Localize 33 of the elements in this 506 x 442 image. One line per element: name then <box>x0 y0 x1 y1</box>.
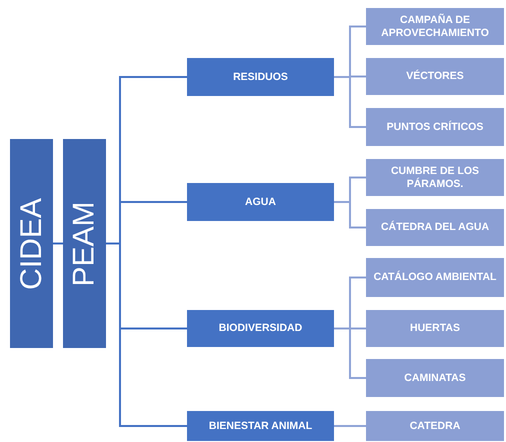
node-label: CÁTEDRA DEL AGUA <box>380 221 490 234</box>
node-label: BIENESTAR ANIMAL <box>208 420 314 432</box>
item-box <box>366 411 504 441</box>
vertical-title-box <box>63 139 106 348</box>
node-label: RESIDUOS <box>232 70 289 84</box>
connector-line <box>106 242 187 427</box>
node-label: VÉCTORES <box>405 70 465 83</box>
node-label: CATEDRA <box>408 420 462 432</box>
item-box <box>366 209 504 246</box>
category-box <box>187 310 334 347</box>
category-box <box>187 58 334 96</box>
category-box <box>187 183 334 221</box>
node-label: CATÁLOGO AMBIENTAL <box>372 271 498 284</box>
item-box <box>366 159 504 196</box>
node-label: CUMBRE DE LOS PÁRAMOS. <box>390 164 480 190</box>
item-box <box>366 108 504 146</box>
node-label: HUERTAS <box>409 322 461 335</box>
node-label: CAMINATAS <box>403 372 467 384</box>
node-label: PUNTOS CRÍTICOS <box>386 120 484 134</box>
item-box <box>366 359 504 397</box>
item-box <box>366 58 504 95</box>
node-label: BIODIVERSIDAD <box>218 322 304 335</box>
node-label: PEAM <box>70 200 100 286</box>
item-box <box>366 258 504 297</box>
node-label: CAMPAÑA DE APROVECHAMIENTO <box>380 14 490 40</box>
node-label: CIDEA <box>16 198 46 290</box>
node-label: AGUA <box>244 196 277 208</box>
item-box <box>366 8 504 45</box>
connector-line <box>53 242 63 244</box>
category-box <box>187 411 334 441</box>
item-box <box>366 310 504 347</box>
connector-line <box>334 425 366 427</box>
vertical-title-box <box>10 139 53 348</box>
